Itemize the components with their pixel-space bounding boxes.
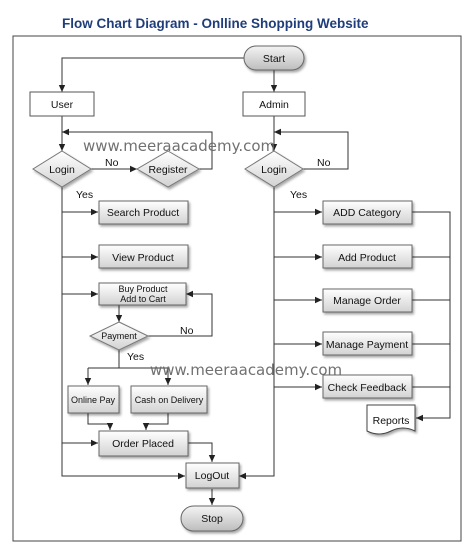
- edges: [58, 57, 451, 505]
- payment-no-label: No: [180, 325, 194, 337]
- edge-order-logout: [188, 442, 216, 462]
- cash-on-delivery-label: Cash on Delivery: [135, 395, 204, 405]
- edge-onlinepay-order: [87, 413, 114, 430]
- admin-login-yes-label: Yes: [290, 189, 307, 201]
- logout-label: LogOut: [195, 470, 230, 482]
- payment-decision: [88, 321, 150, 351]
- register-decision: [136, 150, 200, 188]
- manage-order-label: Manage Order: [333, 295, 401, 307]
- add-to-cart-label: Add to Cart: [120, 294, 166, 304]
- user-login-yes-label: Yes: [76, 189, 93, 201]
- edge-bus-reports: [412, 211, 451, 422]
- edge-start-user: [58, 57, 244, 92]
- user-box: [29, 91, 95, 117]
- check-feedback-box: [322, 374, 413, 399]
- buy-product-box: [98, 282, 187, 306]
- order-placed-box: [98, 430, 189, 457]
- reports-document: [366, 404, 416, 435]
- user-login-decision: [32, 150, 92, 188]
- payment-label: Payment: [101, 331, 137, 341]
- logout-box: [185, 462, 240, 489]
- admin-label: Admin: [259, 99, 289, 111]
- online-pay-label: Online Pay: [71, 395, 116, 405]
- edge-payment-loop: [148, 290, 213, 337]
- payment-yes-label: Yes: [127, 351, 144, 363]
- start-terminal: [243, 45, 305, 71]
- user-login-label: Login: [49, 164, 75, 176]
- reports-label: Reports: [373, 415, 410, 427]
- diagram-title: Flow Chart Diagram - Onlline Shopping We…: [62, 16, 369, 31]
- manage-payment-label: Manage Payment: [326, 339, 408, 351]
- search-product-label: Search Product: [107, 207, 179, 219]
- online-pay-box: [67, 385, 120, 414]
- edge-admin-spine-logout: [239, 186, 275, 480]
- admin-login-decision: [244, 150, 304, 188]
- edge-admin-login-loop: [274, 128, 349, 170]
- add-category-box: [322, 200, 413, 225]
- edge-user-spine-logout: [61, 186, 185, 480]
- buy-product-label: Buy Product: [118, 284, 168, 294]
- cash-on-delivery-box: [130, 385, 208, 414]
- register-label: Register: [148, 164, 188, 176]
- admin-box: [242, 91, 306, 117]
- check-feedback-label: Check Feedback: [328, 382, 408, 394]
- edge-register-loop: [62, 128, 213, 170]
- admin-login-label: Login: [261, 164, 287, 176]
- search-product-box: [98, 200, 189, 225]
- order-placed-label: Order Placed: [112, 438, 174, 450]
- watermark-top: www.meeraacademy.com: [83, 137, 275, 155]
- add-category-label: ADD Category: [333, 207, 401, 219]
- add-product-label: Add Product: [338, 252, 396, 264]
- user-label: User: [51, 99, 74, 111]
- stop-terminal: [180, 505, 244, 532]
- diagram-frame: [12, 35, 462, 542]
- admin-login-no-label: No: [317, 157, 331, 169]
- user-login-no-label: No: [105, 157, 119, 169]
- edge-cod-order: [142, 413, 169, 430]
- manage-order-box: [322, 288, 413, 313]
- manage-payment-box: [322, 331, 413, 356]
- view-product-label: View Product: [112, 252, 174, 264]
- stop-label: Stop: [201, 513, 223, 525]
- view-product-box: [98, 244, 189, 269]
- add-product-box: [322, 244, 413, 269]
- start-label: Start: [263, 53, 285, 65]
- watermark-bottom: www.meeraacademy.com: [150, 361, 342, 379]
